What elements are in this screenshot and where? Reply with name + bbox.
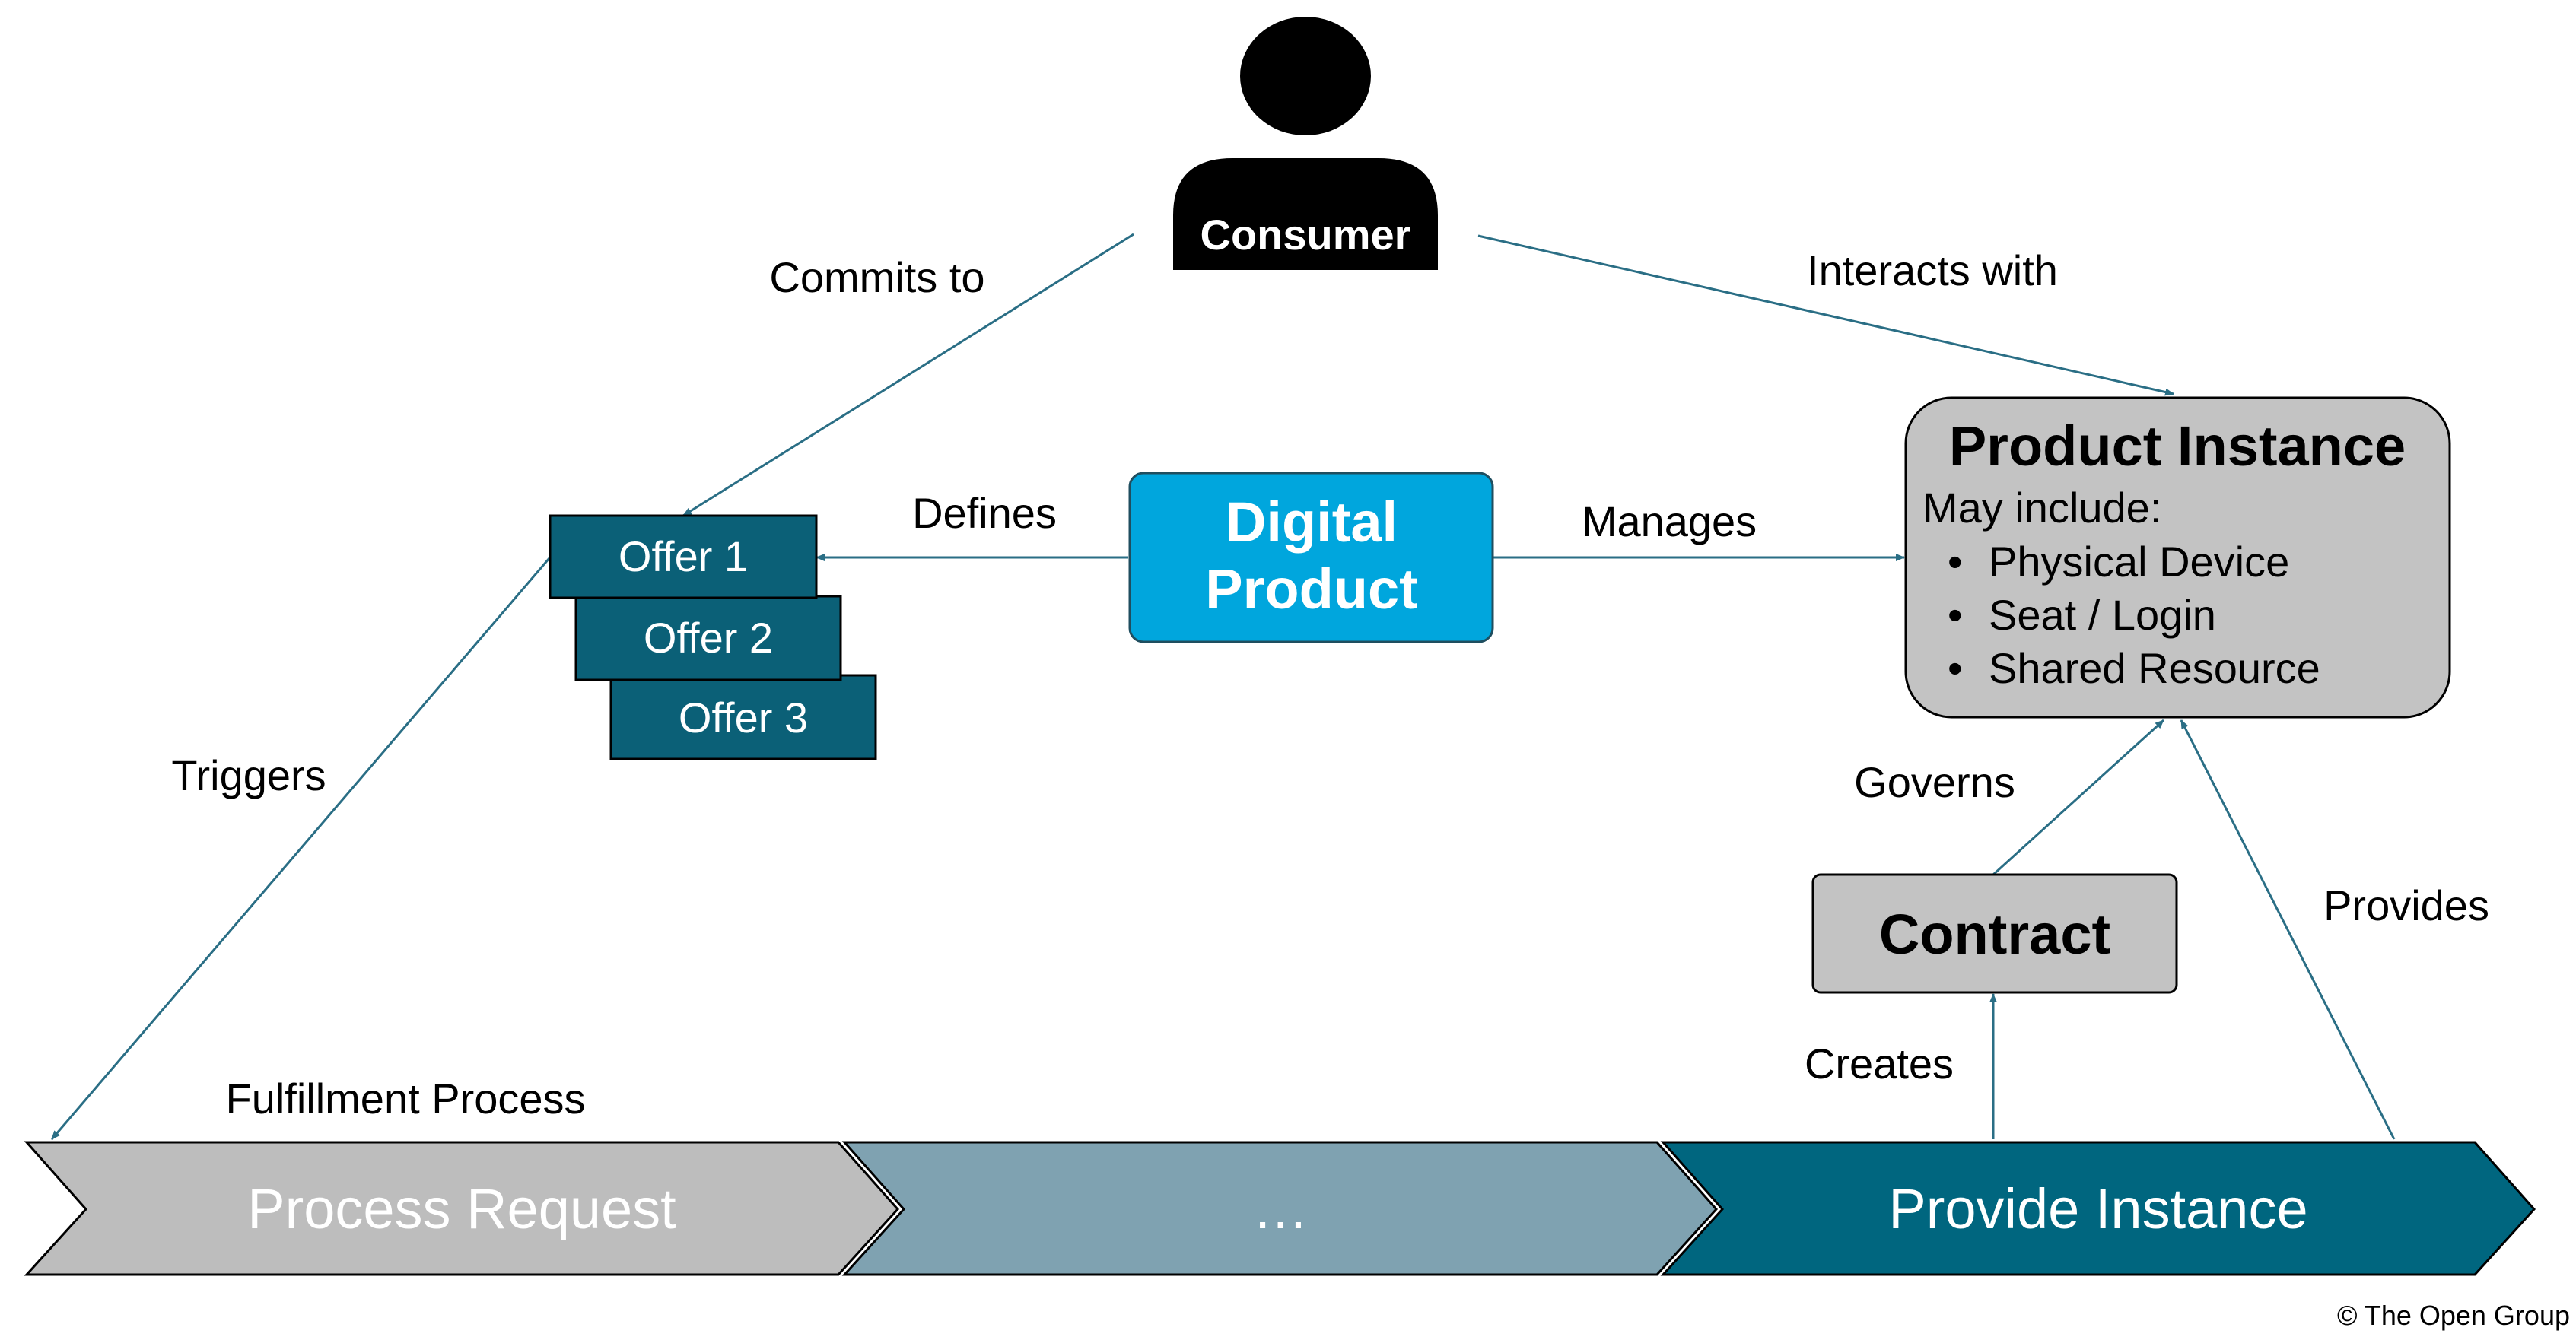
commits-to-label: Commits to: [769, 253, 984, 301]
interacts-with-label: Interacts with: [1807, 246, 2058, 294]
process-step-2: …: [841, 1141, 1719, 1276]
contract-label: Contract: [1879, 903, 2110, 966]
process-step-3-label: Provide Instance: [1888, 1177, 2307, 1240]
digital-product-line1: Digital: [1226, 491, 1398, 554]
process-step-2-label: …: [1252, 1177, 1309, 1240]
offers-stack: Offer 3 Offer 2 Offer 1: [549, 514, 877, 760]
triggers-label: Triggers: [171, 751, 326, 799]
product-instance-box: Product Instance May include: • Physical…: [1904, 396, 2451, 719]
bullet-3: •: [1948, 644, 1963, 692]
copyright-text: © The Open Group: [2337, 1300, 2570, 1331]
connectors: [50, 233, 2396, 1140]
bullet-2: •: [1948, 591, 1963, 639]
triggers-arrow: [50, 557, 551, 1140]
interacts-with-arrow: [1477, 234, 2174, 396]
governs-label: Governs: [1854, 758, 2015, 806]
manages-label: Manages: [1582, 497, 1757, 545]
offer-3-label: Offer 3: [679, 694, 808, 741]
product-instance-item: Seat / Login: [1989, 591, 2216, 639]
process-step-3: Provide Instance: [1660, 1141, 2536, 1276]
consumer-label: Consumer: [1201, 211, 1411, 259]
product-instance-title: Product Instance: [1949, 414, 2406, 478]
offer-3: Offer 3: [609, 674, 877, 760]
fulfillment-process-title: Fulfillment Process: [225, 1075, 585, 1122]
process-step-1: Process Request: [24, 1141, 900, 1276]
process-step-1-label: Process Request: [247, 1177, 676, 1240]
process-steps: Process Request … Provide Instance: [24, 1141, 2536, 1276]
offer-1-label: Offer 1: [619, 532, 748, 580]
offer-2: Offer 2: [574, 595, 842, 681]
provides-arrow: [2180, 719, 2396, 1140]
commits-to-arrow: [682, 233, 1134, 517]
offer-1: Offer 1: [549, 514, 818, 599]
consumer-head: [1240, 17, 1371, 135]
defines-label: Defines: [912, 489, 1057, 537]
governs-arrow: [1992, 719, 2165, 876]
consumer-icon: Consumer: [1173, 17, 1438, 270]
creates-label: Creates: [1805, 1040, 1954, 1088]
product-instance-subtitle: May include:: [1922, 484, 2161, 532]
product-instance-item: Shared Resource: [1989, 644, 2320, 692]
provides-label: Provides: [2323, 881, 2489, 929]
product-instance-item: Physical Device: [1989, 538, 2289, 586]
bullet-1: •: [1948, 538, 1963, 586]
contract-box: Contract: [1811, 873, 2178, 994]
digital-product-line2: Product: [1205, 557, 1418, 621]
consumer-body: [1173, 158, 1438, 270]
offer-2-label: Offer 2: [644, 614, 773, 662]
digital-product-box: Digital Product: [1128, 472, 1494, 643]
